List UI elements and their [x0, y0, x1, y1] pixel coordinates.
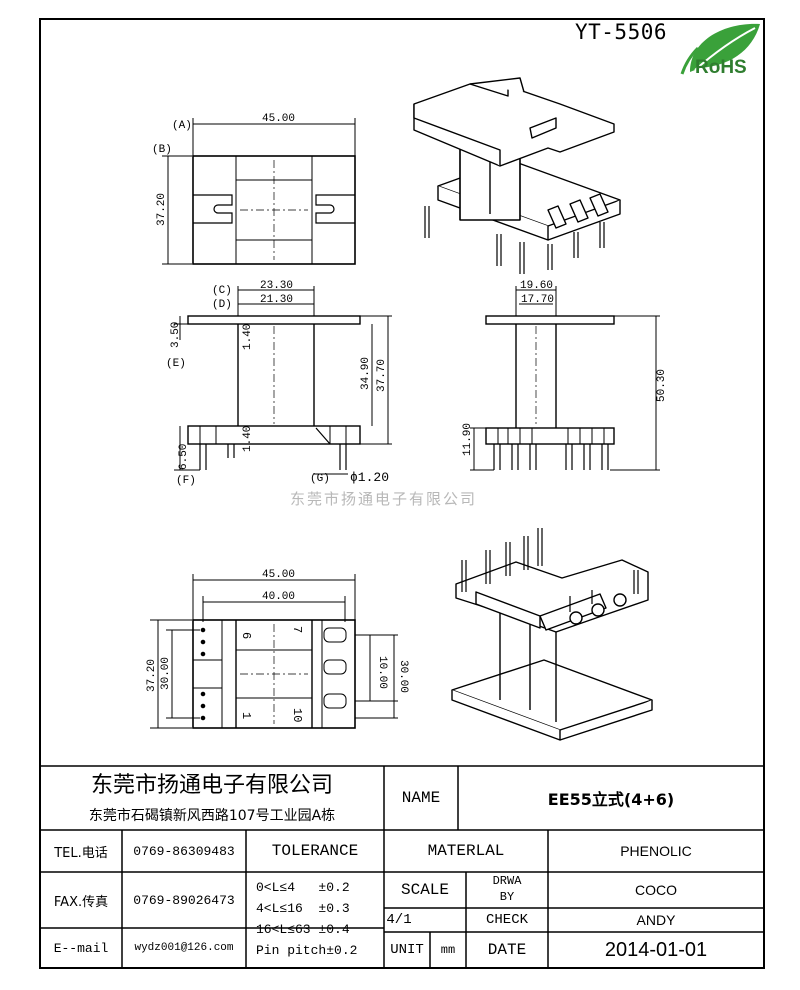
name-label: NAME: [401, 789, 441, 807]
fax-label: FAX.传真: [53, 894, 109, 910]
tolerance-row-3: 16<L≤63 ±0.4: [256, 922, 350, 937]
marker-g: (G): [310, 473, 330, 485]
bottom-view: [150, 574, 398, 729]
rohs-logo-text: RoHS: [695, 57, 747, 78]
date-value: 2014-01-01: [604, 938, 708, 961]
tel-value: 0769-86309483: [133, 843, 235, 859]
marker-d: (D): [212, 299, 232, 311]
dim-bottom-left-inner: 30.00: [160, 657, 172, 690]
dim-wall-bottom: 1.40: [242, 426, 254, 452]
title-block-grid: [40, 765, 764, 968]
dim-bottom-width: 45.00: [262, 569, 295, 581]
dim-bottom-height: 37.20: [146, 659, 158, 692]
dim-c: 23.30: [260, 280, 293, 292]
dim-top-height: 37.20: [156, 193, 168, 226]
tolerance-row-4: Pin pitch±0.2: [256, 943, 358, 958]
pin-number-7: 7: [290, 626, 304, 633]
watermark: 东莞市扬通电子有限公司: [290, 490, 478, 508]
rohs-leaf-icon: [680, 23, 760, 75]
dim-inner-h: 34.90: [360, 357, 372, 390]
drawn-by-label-2: BY: [499, 890, 515, 904]
tolerance-row-1: 0<L≤4 ±0.2: [256, 880, 350, 895]
front-view: [174, 286, 392, 475]
dim-top-width: 45.00: [262, 113, 295, 125]
email-label: E--mail: [53, 940, 109, 956]
company-address: 东莞市石碣镇新风西路107号工业园A栋: [88, 808, 336, 824]
pin-number-6: 6: [239, 632, 253, 639]
dim-pin-len: 6.50: [178, 444, 190, 470]
fax-value: 0769-89026473: [133, 892, 235, 908]
check-label: CHECK: [485, 912, 528, 928]
dim-outer-h: 37.70: [376, 359, 388, 392]
dim-e: 3.50: [170, 322, 182, 348]
dim-bottom-right-inner: 30.00: [397, 660, 409, 693]
dimension-labels: (A) (B) 45.00 37.20 (C) (D) (E) (F) (G) …: [146, 113, 668, 722]
date-label: DATE: [487, 941, 527, 959]
dim-bottom-pitch: 40.00: [262, 591, 295, 603]
drawn-by-label-1: DRWA: [492, 874, 522, 888]
email-value: wydz001@126.com: [134, 942, 234, 954]
unit-value: mm: [440, 943, 456, 957]
marker-f: (F): [176, 475, 196, 487]
dim-side-total: 50.30: [656, 369, 668, 402]
dim-side-outer: 19.60: [520, 280, 553, 292]
top-view: [162, 118, 356, 265]
tolerance-row-2: 4<L≤16 ±0.3: [256, 901, 350, 916]
isometric-view-top: [413, 77, 621, 274]
company-name: 东莞市扬通电子有限公司: [90, 773, 333, 798]
scale-label: SCALE: [400, 881, 449, 899]
material-label: MATERLAL: [427, 842, 505, 860]
dim-bottom-gap: 10.00: [376, 656, 388, 689]
dim-pin-dia: ϕ1.20: [350, 470, 389, 485]
marker-e: (E): [166, 358, 186, 370]
title-block: 东莞市扬通电子有限公司 东莞市石碣镇新风西路107号工业园A栋 NAME EE5…: [40, 766, 764, 968]
scale-value: 4/1: [386, 912, 412, 928]
dim-side-inner: 17.70: [521, 294, 554, 306]
drawn-by-value: COCO: [635, 882, 677, 898]
dim-wall-top: 1.40: [242, 324, 254, 350]
part-number: YT-5506: [575, 20, 668, 44]
unit-label: UNIT: [390, 942, 424, 958]
name-value: EE55立式(4+6): [547, 790, 675, 809]
dim-side-base: 11.90: [462, 423, 474, 456]
side-view: [470, 286, 660, 471]
sheet-border: [39, 18, 765, 969]
check-value: ANDY: [636, 912, 676, 928]
marker-a: (A): [172, 120, 192, 132]
marker-c: (C): [212, 285, 232, 297]
pin-number-10: 10: [290, 708, 304, 722]
isometric-view-bottom: [451, 528, 653, 741]
tolerance-label: TOLERANCE: [271, 842, 359, 860]
dim-d: 21.30: [260, 294, 293, 306]
tel-label: TEL.电话: [54, 845, 108, 861]
material-value: PHENOLIC: [620, 843, 692, 859]
marker-b: (B): [152, 144, 172, 156]
pin-number-1: 1: [239, 712, 253, 719]
